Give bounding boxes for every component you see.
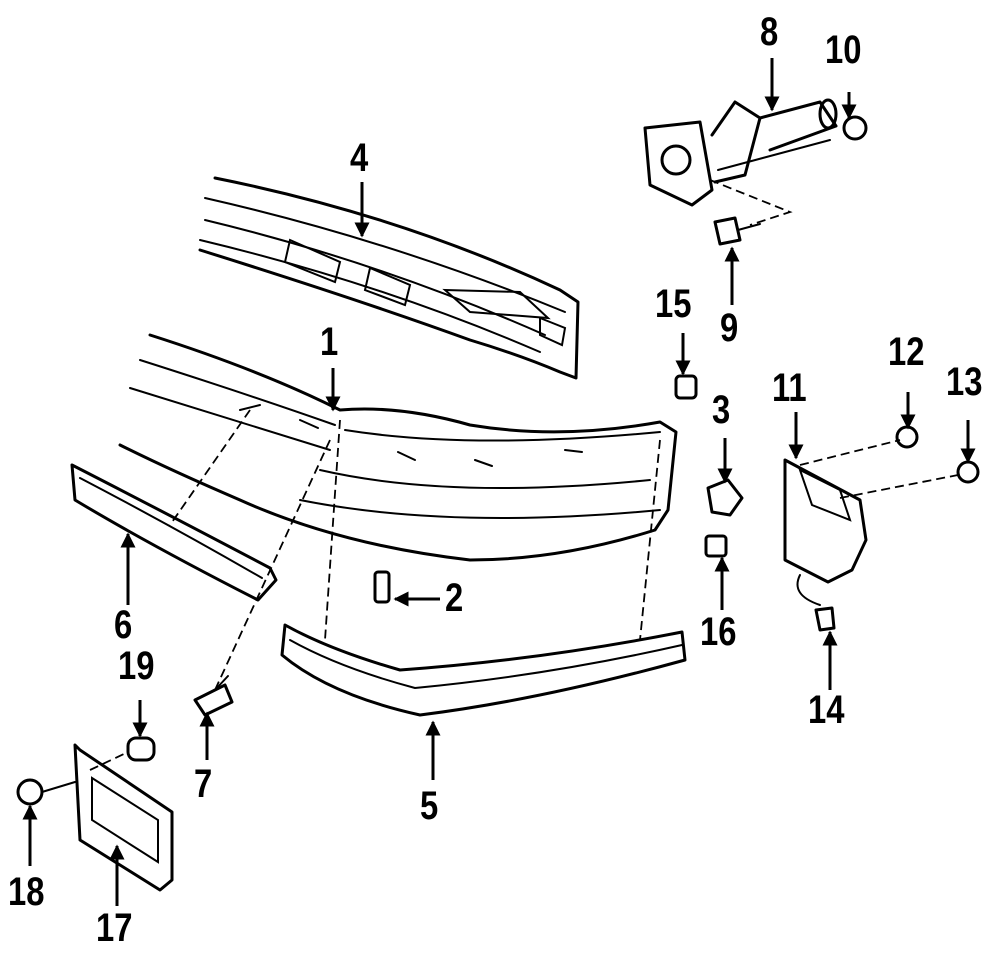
callout-17: 17 — [96, 906, 133, 950]
callout-10: 10 — [825, 28, 862, 72]
bolt-12 — [895, 425, 919, 449]
energy-absorber — [643, 98, 838, 207]
callout-14: 14 — [808, 688, 845, 732]
nut-3 — [706, 478, 744, 517]
callout-19: 19 — [118, 644, 155, 688]
callout-15: 15 — [655, 282, 692, 326]
callout-8: 8 — [760, 10, 779, 54]
bolt-13 — [956, 460, 980, 484]
nut-19 — [89, 736, 156, 771]
callout-4: 4 — [350, 136, 369, 180]
callout-7: 7 — [194, 762, 213, 806]
bushing-15 — [674, 374, 698, 400]
right-molding — [280, 623, 687, 717]
callout-12: 12 — [888, 330, 925, 374]
nut-10 — [842, 115, 868, 141]
callout-1: 1 — [320, 320, 339, 364]
license-bracket-17 — [73, 743, 174, 892]
callout-18: 18 — [8, 870, 45, 914]
lamp-bracket-11 — [783, 439, 959, 606]
clip-16 — [704, 534, 728, 558]
callout-9: 9 — [720, 306, 739, 350]
retainer-clip-2 — [373, 570, 391, 604]
bumper-cover — [118, 333, 678, 562]
bolt-18 — [16, 778, 76, 806]
callout-2: 2 — [445, 576, 464, 620]
callout-11: 11 — [772, 366, 807, 410]
reinforcement-bar — [198, 176, 580, 380]
screw-14 — [814, 606, 836, 632]
leader-arrows — [22, 58, 976, 906]
alignment-lines — [169, 409, 661, 691]
callout-16: 16 — [700, 610, 737, 654]
left-molding — [70, 463, 278, 602]
callout-3: 3 — [712, 388, 731, 432]
callout-13: 13 — [946, 360, 983, 404]
callout-6: 6 — [114, 603, 133, 647]
bolt-9 — [709, 179, 793, 246]
screw-7 — [193, 675, 234, 717]
callout-5: 5 — [420, 784, 439, 828]
